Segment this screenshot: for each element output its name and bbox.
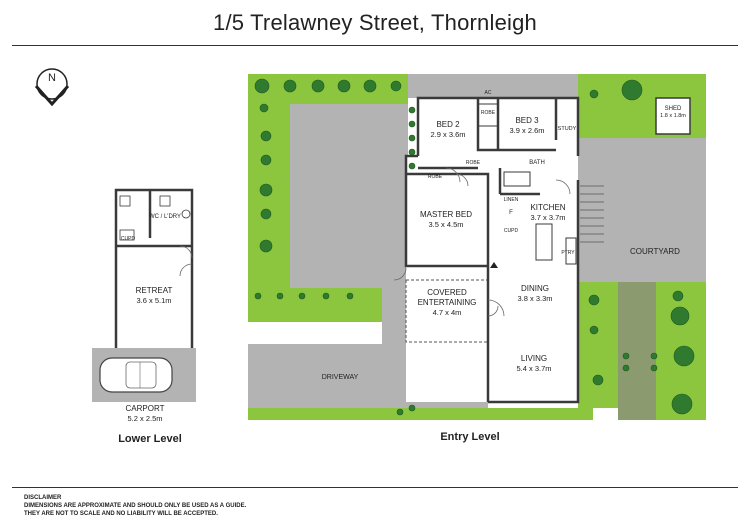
house-footprint [406,98,578,402]
room-covered-entertaining: COVERED ENTERTAINING 4.7 x 4m [406,288,488,318]
room-dining: DINING 3.8 x 3.3m [500,284,570,304]
covered-label: COVERED [427,288,467,297]
robe-bed2-box [477,103,499,127]
linen-label: LINEN [503,197,519,203]
room-living: LIVING 5.4 x 3.7m [496,354,572,374]
driveway-apron [382,262,406,344]
pantry-label: PTRY [561,250,575,256]
carport-label: CARPORT [125,404,165,413]
fridge-label: F [509,210,513,216]
robe-bed2-label: ROBE [480,110,496,116]
bath-bathtub [503,171,531,187]
retreat-dimensions: 3.6 x 5.1m [136,296,172,305]
lower-level-label: Lower Level [118,433,182,445]
shed-dimensions: 1.8 x 1.8m [660,113,686,119]
room-kitchen: KITCHEN 3.7 x 3.7m [520,203,576,223]
car-icon [99,357,173,393]
room-carport: CARPORT 5.2 x 2.5m [110,404,180,424]
study-label: STUDY [557,126,577,132]
disclaimer: DISCLAIMER DIMENSIONS ARE APPROXIMATE AN… [24,494,246,518]
shed-label: SHED [664,106,682,112]
disclaimer-heading: DISCLAIMER [24,495,62,501]
lawn-path [290,104,408,288]
shed-outline [655,97,691,135]
room-shed: SHED 1.8 x 1.8m [656,106,690,120]
master-bed-dimensions: 3.5 x 4.5m [428,220,464,229]
pantry-cupboard [565,237,577,265]
entry-walls [404,96,580,404]
disclaimer-line-1: DIMENSIONS ARE APPROXIMATE AND SHOULD ON… [24,503,247,509]
entry-level-label: Entry Level [440,431,500,443]
bed3-dimensions: 3.9 x 2.6m [509,126,545,135]
entry-arrow-icon [490,262,498,268]
living-label: LIVING [520,354,548,363]
entertaining-label: ENTERTAINING [417,298,477,307]
room-retreat: RETREAT 3.6 x 5.1m [116,286,192,306]
kitchen-island [535,223,553,261]
driveway-label: DRIVEWAY [321,374,359,381]
ac-label: AC [484,90,492,96]
rear-path [618,282,656,420]
lower-doors [179,245,193,277]
dining-dimensions: 3.8 x 3.3m [517,294,553,303]
wc-laundry-label: WC / L'DRY [148,214,182,220]
room-master-bed: MASTER BED 3.5 x 4.5m [406,210,486,230]
lower-walls [114,188,194,348]
title-rule [12,45,738,46]
kitchen-cupd-label: CUPD [503,228,519,234]
top-paving-strip [408,74,578,98]
kitchen-dimensions: 3.7 x 3.7m [530,213,566,222]
dining-label: DINING [521,284,549,293]
page-title: 1/5 Trelawney Street, Thornleigh [213,10,537,35]
retreat-label: RETREAT [135,286,173,295]
carport-dimensions: 5.2 x 2.5m [127,414,163,423]
north-arrow-icon [34,68,70,107]
courtyard-steps [580,185,604,243]
disclaimer-rule [12,487,738,488]
bath-label: BATH [529,160,545,166]
kitchen-label: KITCHEN [530,203,566,212]
lawn-patch-bottom [248,286,398,322]
room-bed3: BED 3 3.9 x 2.6m [498,116,556,136]
robe-left-label: ROBE [427,174,443,180]
compass-letter: N [48,72,56,84]
shrub-icons [254,78,695,416]
lower-cupd-label: CUPD [120,236,136,242]
bottom-lawn-strip [248,408,593,420]
room-wc-laundry: WC / L'DRY [140,214,190,220]
master-bed-label: MASTER BED [419,210,472,219]
disclaimer-line-2: THEY ARE NOT TO SCALE AND NO LIABILITY W… [24,511,218,517]
bed3-label: BED 3 [515,116,539,125]
courtyard-label: COURTYARD [630,247,680,256]
bed2-dimensions: 2.9 x 3.6m [430,130,466,139]
bed2-label: BED 2 [436,120,460,129]
lower-fixtures [119,195,191,241]
room-bed2: BED 2 2.9 x 3.6m [418,120,478,140]
robe-right-label: ROBE [465,160,481,166]
covered-dimensions: 4.7 x 4m [432,308,462,317]
entry-doors [393,167,571,317]
living-dimensions: 5.4 x 3.7m [516,364,552,373]
